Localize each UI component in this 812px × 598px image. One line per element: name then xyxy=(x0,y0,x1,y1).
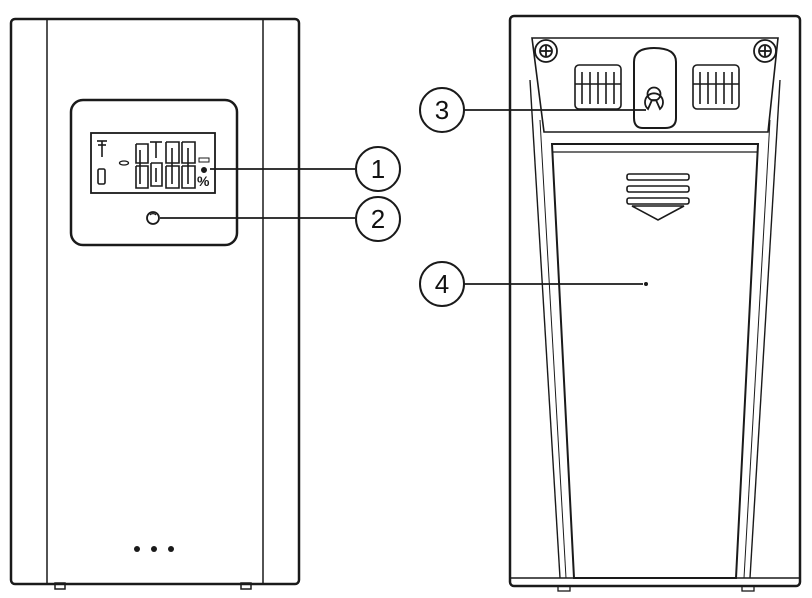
back-view xyxy=(508,14,802,592)
speaker-dot-2 xyxy=(151,546,157,552)
temperature-t-icon xyxy=(150,141,162,158)
vent-grill-right xyxy=(692,64,740,110)
digit-1 xyxy=(135,143,149,189)
callout-2: 2 xyxy=(160,196,401,242)
callout-2-number: 2 xyxy=(371,204,385,234)
battery-compartment xyxy=(550,143,760,579)
front-body-outline xyxy=(9,17,301,586)
signal-icon xyxy=(97,140,107,157)
digit-3 xyxy=(165,141,180,189)
sensor-button-highlight xyxy=(149,213,157,216)
battery-lid-center-dot xyxy=(644,282,648,286)
battery-icon xyxy=(97,168,106,185)
front-foot-right xyxy=(240,582,252,590)
lcd-display xyxy=(90,132,216,194)
callout-4-circle xyxy=(419,261,465,307)
screw-right-icon xyxy=(753,39,777,63)
keyhole-slot-icon xyxy=(644,92,664,111)
back-right-rail-inner xyxy=(743,119,771,579)
screw-left-icon xyxy=(534,39,558,63)
callout-1: 1 xyxy=(210,146,401,192)
front-foot-left xyxy=(54,582,66,590)
battery-lid-latch xyxy=(626,173,690,221)
callout-1-number: 1 xyxy=(371,154,385,184)
digit-2 xyxy=(150,162,163,187)
callout-4-number: 4 xyxy=(435,269,449,299)
speaker-dot-3 xyxy=(168,546,174,552)
humidity-droplet-icon xyxy=(201,167,207,173)
back-body-outline xyxy=(508,14,802,588)
back-left-rail-inner xyxy=(539,119,567,579)
back-foot-right xyxy=(741,585,755,592)
back-foot-left xyxy=(557,585,571,592)
callout-3: 3 xyxy=(419,87,646,133)
callout-1-circle xyxy=(355,146,401,192)
callout-2-circle xyxy=(355,196,401,242)
minus-sign-icon xyxy=(118,160,130,166)
speaker-dot-1 xyxy=(134,546,140,552)
callout-4: 4 xyxy=(419,261,643,307)
lcd-indicator-marks xyxy=(198,157,210,163)
callout-3-number: 3 xyxy=(435,95,449,125)
back-top-recess xyxy=(531,37,779,133)
back-right-rail xyxy=(749,79,781,579)
digit-4 xyxy=(181,141,196,189)
front-view xyxy=(9,17,301,590)
humidity-unit-label: % xyxy=(197,173,210,189)
wall-mount-hole xyxy=(633,46,677,129)
display-window xyxy=(69,98,239,247)
callout-3-circle xyxy=(419,87,465,133)
sensor-button xyxy=(146,211,160,225)
keyhole-circle xyxy=(646,86,662,102)
back-left-rail xyxy=(529,79,561,579)
vent-grill-left xyxy=(574,64,622,110)
